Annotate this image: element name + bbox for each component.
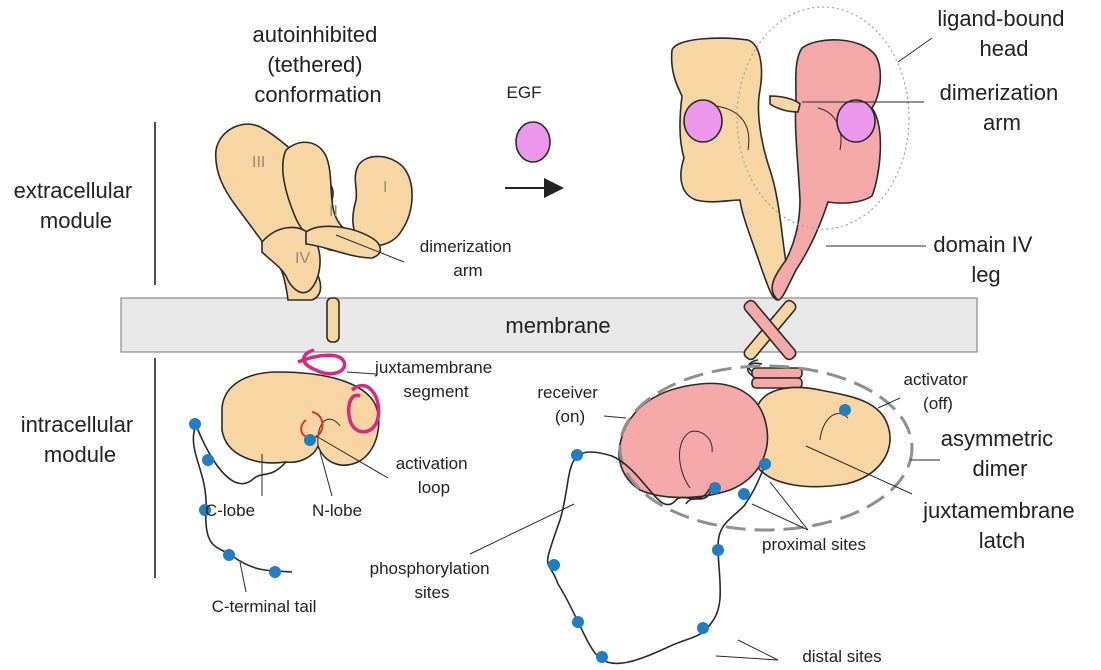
c-terminal-tail-label: C-terminal tail [212, 597, 317, 616]
receiver-label: receiver (on) [537, 383, 602, 426]
egf-ligand [516, 122, 550, 162]
phospho-site [839, 404, 851, 416]
phosphorylation-sites-label: phosphorylation sites [370, 559, 495, 602]
phospho-site [712, 544, 724, 556]
proximal-sites-leader-1 [770, 482, 808, 530]
domain-iv-leg-label: domain IV leg [933, 232, 1038, 287]
dimerization-arm-right-label: dimerization arm [940, 80, 1065, 135]
domain-numeral-i: I [383, 179, 387, 196]
activation-arrow-head [544, 178, 564, 198]
n-lobe-label: N-lobe [312, 501, 362, 520]
asymmetric-kinase-dimer [619, 360, 890, 504]
loop-phospho-site [304, 434, 316, 446]
receiver-leader [604, 416, 626, 418]
ligand-bound-head-label: ligand-bound head [937, 6, 1070, 61]
phospho-site [572, 616, 584, 628]
egf-bound-left [684, 100, 722, 142]
tail-phospho-site [223, 549, 235, 561]
tail-phospho-site [269, 566, 281, 578]
phospho-site [759, 458, 771, 470]
phospho-site [548, 559, 560, 571]
phospho-site [697, 622, 709, 634]
phospho-site [738, 488, 750, 500]
distal-sites-leader-2 [716, 656, 778, 660]
tail-phospho-site [202, 454, 214, 466]
phosphorylation-sites-leader [470, 504, 574, 554]
phospho-site [709, 482, 721, 494]
egf-label: EGF [507, 83, 542, 102]
monomer-kinase-domain [189, 350, 379, 578]
juxtamembrane-segment-label: juxtamembrane segment [374, 358, 497, 401]
domain-numeral-iii: III [252, 154, 265, 171]
proximal-sites-leader-2 [752, 504, 808, 530]
extracellular-module-label: extracellular module [14, 178, 139, 233]
intracellular-module-label: intracellular module [21, 412, 140, 467]
distal-sites-label: distal sites [802, 647, 881, 666]
dimerization-arm-left-label: dimerization arm [420, 237, 516, 280]
activator-label: activator (off) [904, 370, 973, 413]
distal-sites-leader-1 [738, 640, 778, 660]
c-lobe-label: C-lobe [205, 501, 255, 520]
ligand-bound-head-leader [898, 38, 932, 62]
proximal-sites-label: proximal sites [762, 535, 866, 554]
asymmetric-dimer-label: asymmetric dimer [941, 426, 1060, 481]
membrane-label: membrane [505, 313, 610, 338]
phospho-site [596, 651, 608, 663]
domain-numeral-iv: IV [295, 250, 310, 267]
egf-bound-right [837, 100, 875, 142]
tail-phospho-site [189, 418, 201, 430]
juxtamembrane-segment-leader [347, 372, 376, 374]
phospho-site [571, 449, 583, 461]
c-terminal-tail-leader [240, 562, 246, 592]
autoinhibited-label: autoinhibited (tethered) conformation [253, 22, 384, 107]
activation-loop-label: activation loop [396, 454, 473, 497]
juxtamembrane-latch-label: juxtamembrane latch [922, 498, 1081, 553]
domain-numeral-ii: II [329, 203, 338, 220]
